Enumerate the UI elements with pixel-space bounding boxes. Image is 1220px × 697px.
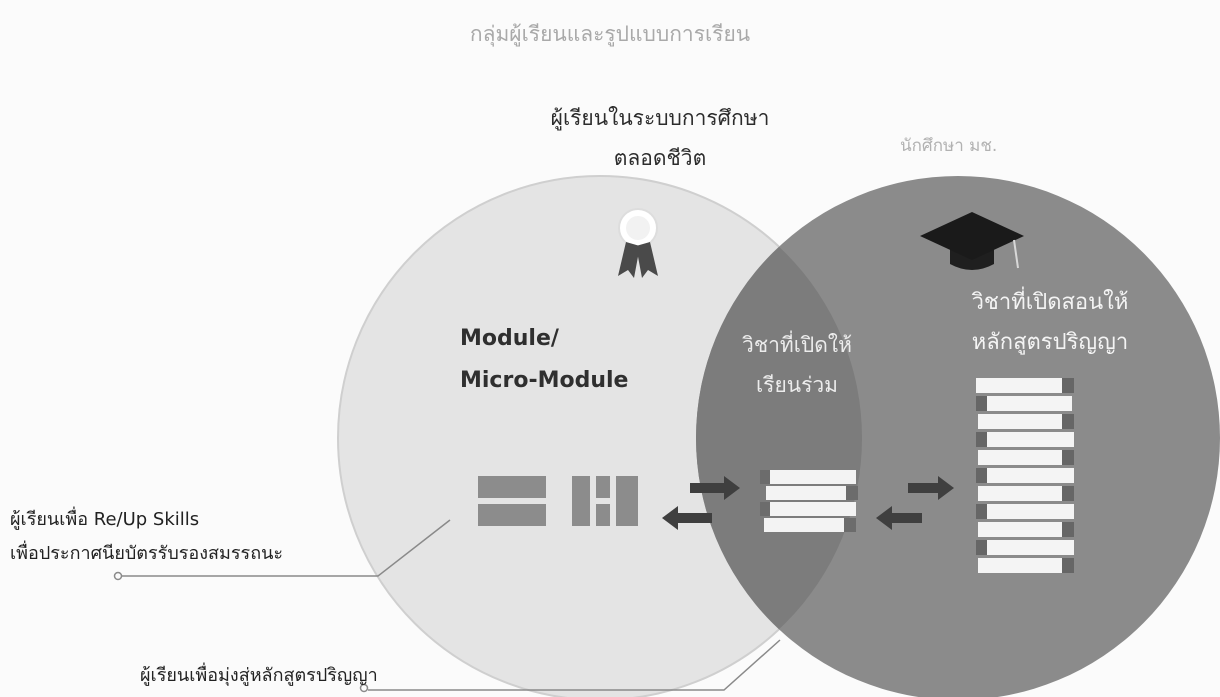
module-label-line2: Micro-Module (460, 368, 629, 393)
reup-skills-label: ผู้เรียนเพื่อ Re/Up Skills เพื่อประกาศนี… (10, 503, 283, 571)
degree-course-label-line2: หลักสูตรปริญญา (971, 330, 1129, 355)
shared-course-label-line1: วิชาที่เปิดให้ (742, 333, 852, 357)
reup-skills-label-line2: เพื่อประกาศนียบัตรรับรองสมรรถนะ (10, 543, 284, 564)
shared-course-label: วิชาที่เปิดให้ เรียนร่วม (712, 325, 882, 405)
graduation-cap-icon (920, 212, 1024, 270)
module-label: Module/ Micro-Module (460, 318, 628, 402)
reup-skills-label-line1: ผู้เรียนเพื่อ Re/Up Skills (10, 509, 200, 530)
lifelong-learner-label: ผู้เรียนในระบบการศึกษา ตลอดชีวิต (480, 98, 840, 178)
module-label-line1: Module/ (460, 326, 559, 351)
degree-course-label-line1: วิชาที่เปิดสอนให้ (971, 290, 1129, 315)
university-student-label: นักศึกษา มช. (900, 136, 998, 156)
lifelong-learner-label-line2: ตลอดชีวิต (613, 146, 707, 170)
book-stack-icon (976, 378, 1074, 573)
module-blocks-icon (478, 476, 638, 526)
lifelong-learner-label-line1: ผู้เรียนในระบบการศึกษา (550, 106, 770, 130)
small-book-stack-icon (760, 470, 858, 532)
callout-line-to-degree (359, 639, 781, 693)
shared-course-label-line2: เรียนร่วม (755, 373, 839, 397)
diagram-title: กลุ่มผู้เรียนและรูปแบบการเรียน (469, 22, 751, 46)
double-arrow-icon-left (662, 476, 740, 530)
degree-course-label: วิชาที่เปิดสอนให้ หลักสูตรปริญญา (900, 283, 1200, 363)
double-arrow-icon-right (876, 476, 954, 530)
callout-line-reup (113, 519, 451, 581)
award-ribbon-icon (618, 208, 658, 278)
to-degree-label: ผู้เรียนเพื่อมุ่งสู่หลักสูตรปริญญา (140, 665, 378, 686)
